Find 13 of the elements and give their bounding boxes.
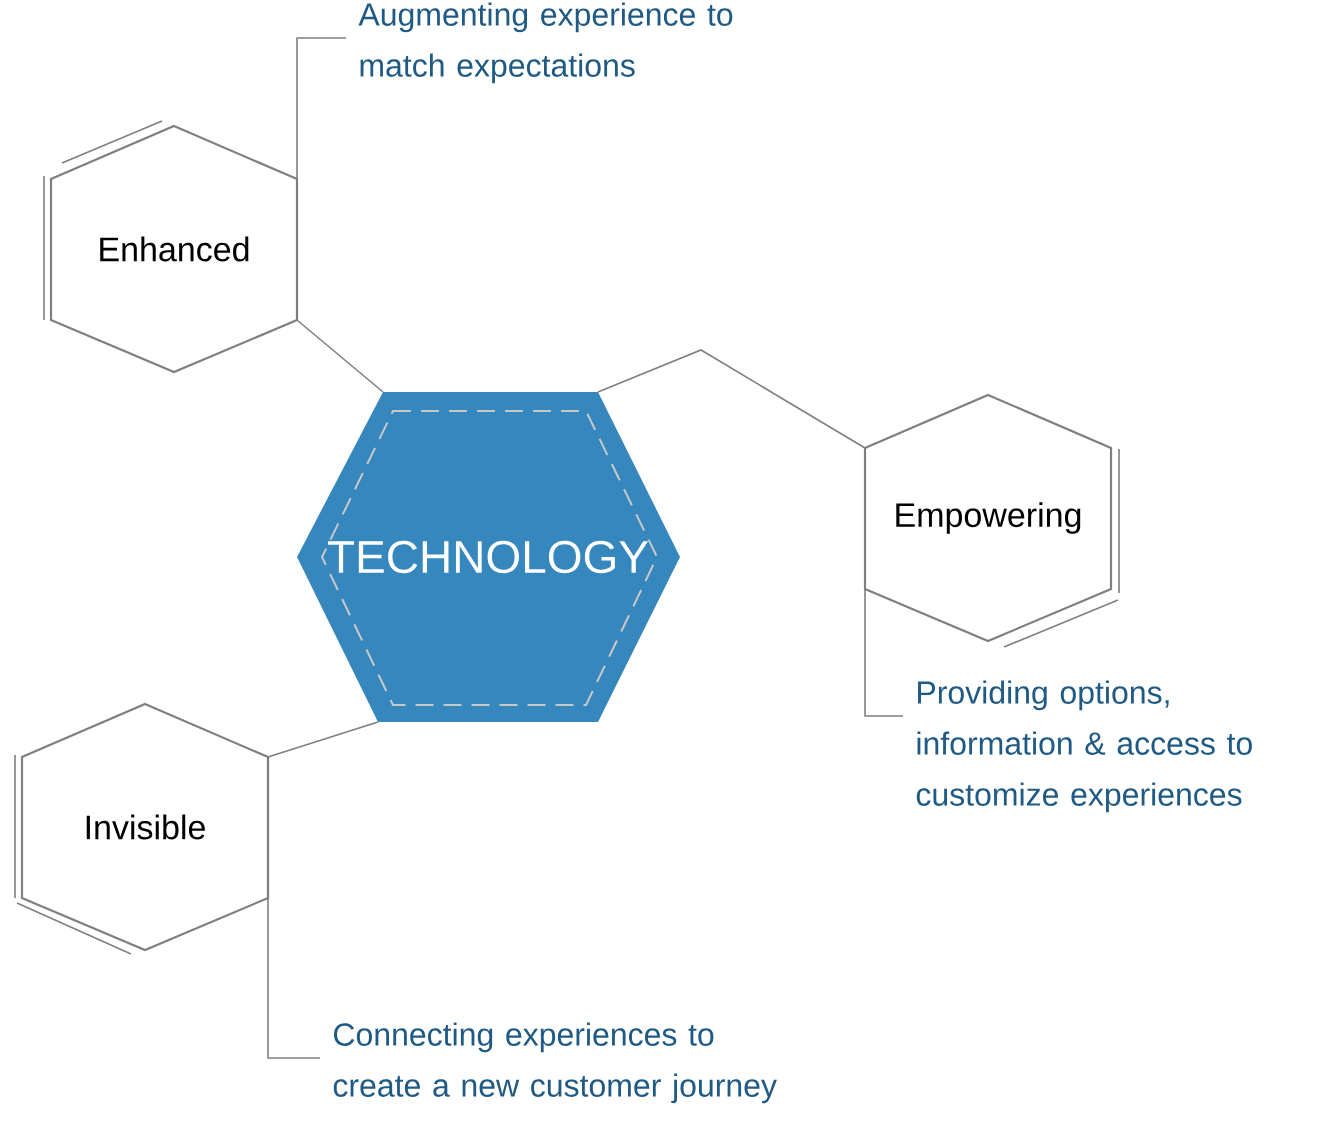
connector-line — [296, 319, 384, 393]
hexagon: Invisible — [14, 702, 270, 955]
description-text: Connecting experiences to create a new customer journey — [333, 1022, 777, 1104]
connector-line — [267, 721, 379, 758]
connector-line — [296, 37, 347, 180]
connector-line — [597, 349, 866, 449]
hexagon: Empowering — [863, 393, 1120, 648]
description-text: Providing options, information & access to customize experiences — [916, 680, 1252, 813]
description-text: Augmenting experience to match expectations — [358, 2, 733, 84]
hexagon: TECHNOLOGY — [297, 392, 680, 722]
connector-line — [864, 588, 904, 717]
hexagon: Enhanced — [43, 120, 299, 374]
connector-line — [267, 897, 321, 1059]
